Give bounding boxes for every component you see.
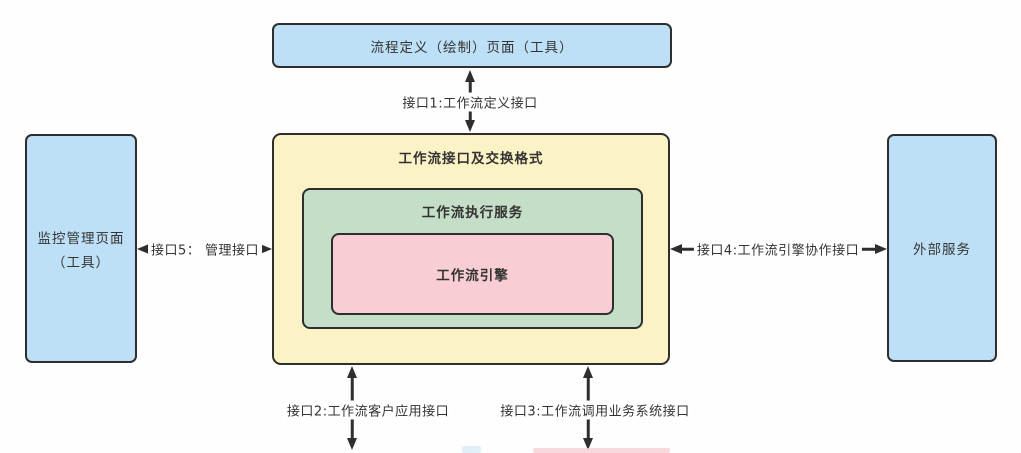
arrowhead-up-icon [347,366,357,378]
node-process-definition-label: 流程定义（绘制）页面（工具） [370,39,574,56]
node-workflow-engine: 工作流引擎 [331,233,614,315]
arrowhead-down-icon [465,120,475,132]
arrowhead-left-icon [670,244,682,254]
node-monitor-label-line1: 监控管理页面 [37,230,125,247]
cutoff-shape-pink [533,448,670,453]
cutoff-shape-blue [462,446,481,453]
interface-5-label: 接口5： 管理接口 [148,239,262,259]
arrowhead-up-icon [583,366,593,378]
interface-4-label: 接口4:工作流引擎协作接口 [693,239,863,259]
arrowhead-down-icon [583,438,593,450]
node-workflow-interface-label: 工作流接口及交换格式 [398,151,544,167]
arrowhead-left-icon [137,244,149,254]
node-external-service: 外部服务 [887,134,997,362]
node-monitor-page: 监控管理页面 （工具） [25,134,137,363]
interface-2-label: 接口2:工作流客户应用接口 [283,400,453,420]
arrowhead-right-icon [260,244,272,254]
arrowhead-down-icon [347,438,357,450]
node-process-definition-page: 流程定义（绘制）页面（工具） [272,23,672,68]
arrowhead-right-icon [875,244,887,254]
interface-3-label: 接口3:工作流调用业务系统接口 [497,400,693,420]
node-workflow-engine-label: 工作流引擎 [436,268,509,284]
node-external-service-label: 外部服务 [913,242,971,258]
arrowhead-up-icon [465,70,475,82]
interface-1-label: 接口1:工作流定义接口 [399,92,541,112]
node-execution-service-label: 工作流执行服务 [421,205,524,221]
node-monitor-label-line2: （工具） [52,254,110,271]
